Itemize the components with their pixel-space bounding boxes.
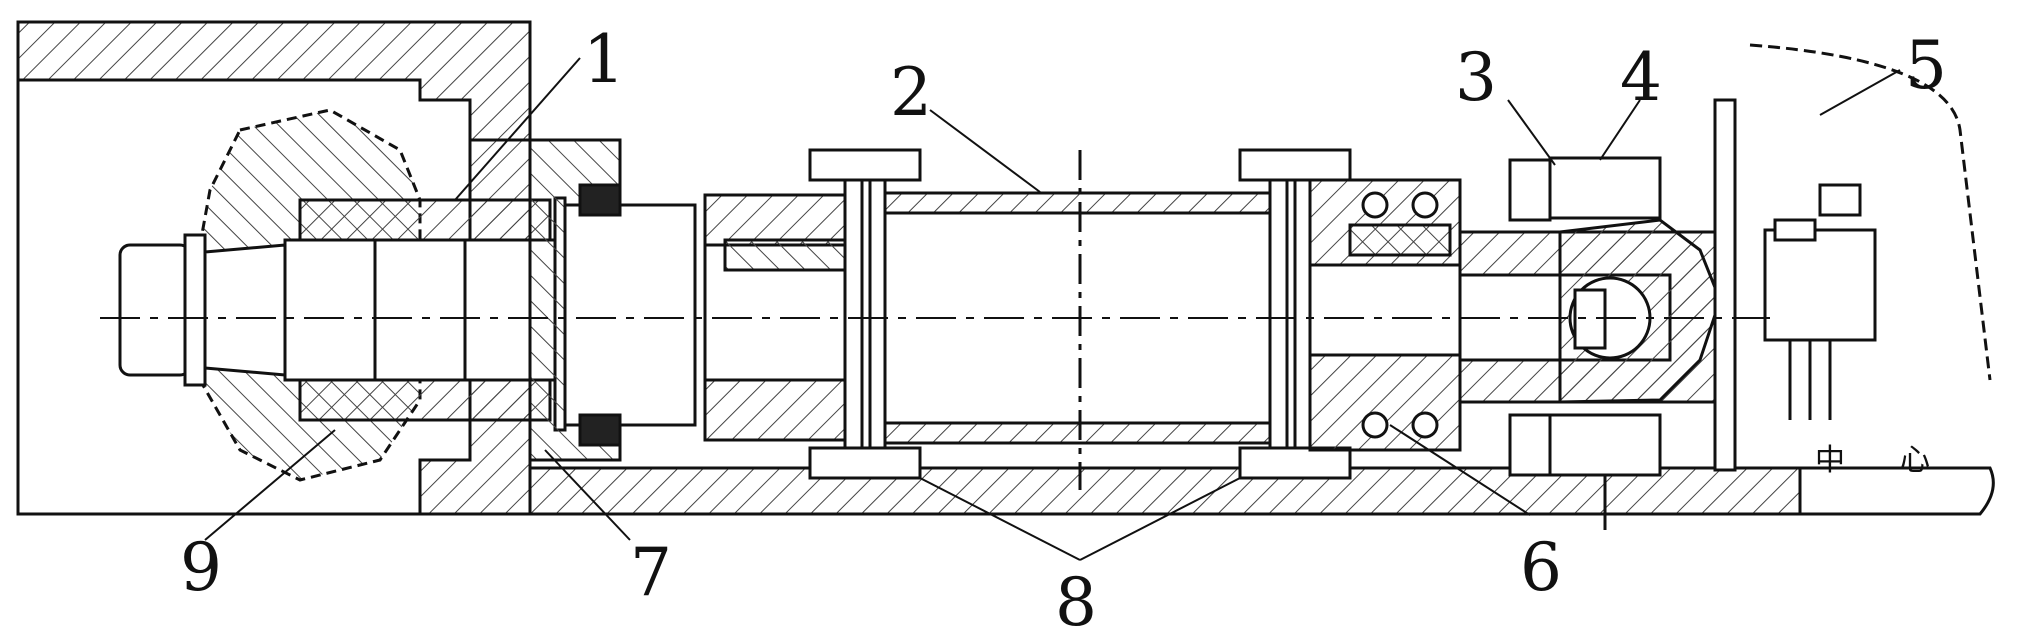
right-plate — [1713, 43, 1992, 472]
callout-1: 1 — [583, 21, 625, 98]
bolts — [1508, 156, 1662, 530]
main-tube — [883, 150, 1272, 490]
callout-4: 4 — [1620, 39, 1662, 116]
leader-lines — [204, 57, 1901, 561]
right-coupling-flange — [1238, 148, 1462, 480]
mark-center-zhong: 中 — [1815, 443, 1845, 478]
callout-9: 9 — [180, 529, 222, 606]
callout-7: 7 — [630, 534, 672, 611]
mark-center-xin: 心 — [1900, 443, 1930, 478]
callout-5: 5 — [1905, 27, 1947, 104]
callout-2: 2 — [890, 54, 932, 131]
callout-6: 6 — [1520, 529, 1562, 606]
bearing-block — [528, 138, 697, 462]
callout-3: 3 — [1455, 39, 1497, 116]
callout-8: 8 — [1055, 564, 1097, 640]
rod-ball-joint — [1458, 218, 1722, 404]
spindle-nut-assembly — [118, 196, 567, 432]
